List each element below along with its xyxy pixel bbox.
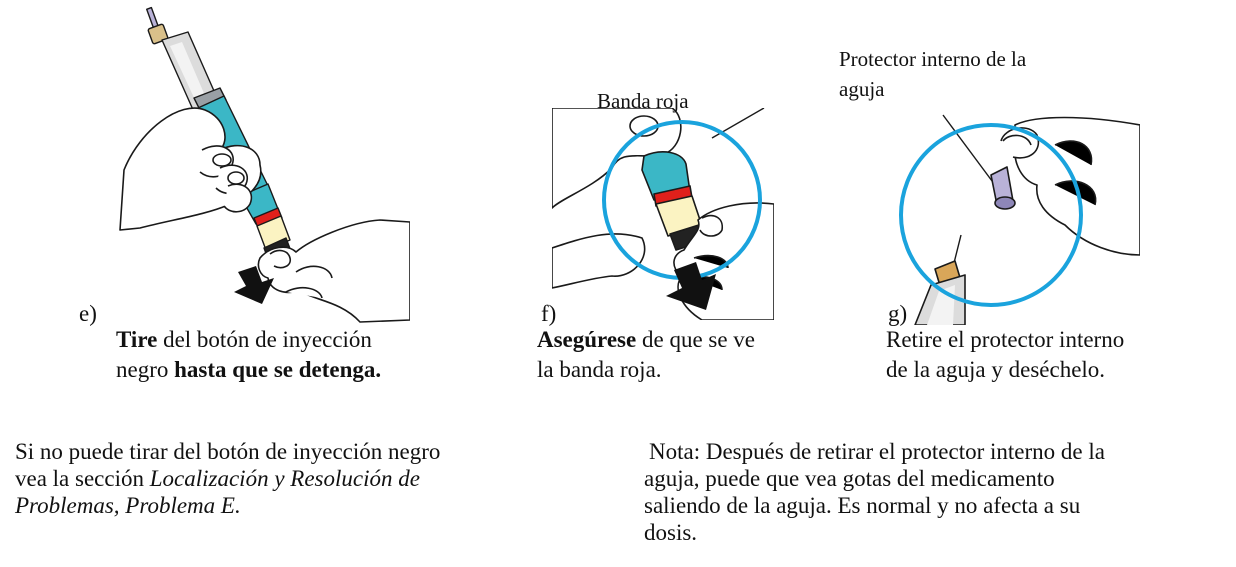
troubleshooting-note-line2: vea la sección	[15, 466, 150, 491]
step-g-illustration	[895, 105, 1140, 325]
inner-needle-cap-label-line2: aguja	[839, 77, 885, 101]
drops-note-line4: dosis.	[644, 520, 698, 545]
step-f-letter: f)	[541, 301, 557, 326]
troubleshooting-note: Si no puede tirar del botón de inyección…	[15, 438, 440, 519]
pull-arrow-icon	[234, 266, 274, 304]
step-e-letter: e)	[79, 301, 97, 326]
step-g-letter: g)	[888, 301, 908, 326]
step-e-caption-bold2: hasta que se detenga.	[174, 357, 382, 382]
step-f-caption: Asegúrese de que se ve la banda roja.	[537, 325, 755, 385]
highlight-circle-icon	[899, 123, 1083, 307]
troubleshooting-section-link-cont: Problemas, Problema E.	[15, 493, 241, 518]
step-g-caption-text1: Retire el protector interno	[886, 327, 1125, 352]
step-e-caption-text1: del botón de inyección	[157, 327, 372, 352]
step-e-illustration	[119, 6, 410, 323]
drops-note-line2: aguja, puede que vea gotas del medicamen…	[644, 466, 1055, 491]
red-band-label: Banda roja	[597, 89, 689, 113]
drops-note: Nota: Después de retirar el protector in…	[644, 438, 1105, 546]
drops-note-line1: Nota: Después de retirar el protector in…	[649, 439, 1105, 464]
step-e-caption-text2: negro	[116, 357, 175, 382]
step-f-illustration	[552, 108, 774, 320]
inner-needle-cap-label-line1: Protector interno de la	[839, 47, 1027, 71]
step-e-caption: Tire del botón de inyección negro hasta …	[116, 325, 381, 385]
troubleshooting-note-line1: Si no puede tirar del botón de inyección…	[15, 439, 441, 464]
step-e-caption-bold1: Tire	[116, 327, 158, 352]
troubleshooting-section-link: Localización y Resolución de	[149, 466, 420, 491]
step-f-caption-text1: de que se ve	[636, 327, 756, 352]
pull-arrow-icon	[666, 262, 716, 310]
step-g-caption: Retire el protector interno de la aguja …	[886, 325, 1124, 385]
drops-note-line3: saliendo de la aguja. Es normal y no afe…	[644, 493, 1081, 518]
step-g-caption-text2: de la aguja y deséchelo.	[886, 357, 1106, 382]
inner-needle-cap-label: Protector interno de la aguja	[839, 44, 1026, 104]
step-f-caption-bold1: Asegúrese	[537, 327, 637, 352]
step-f-caption-text2: la banda roja.	[537, 357, 662, 382]
